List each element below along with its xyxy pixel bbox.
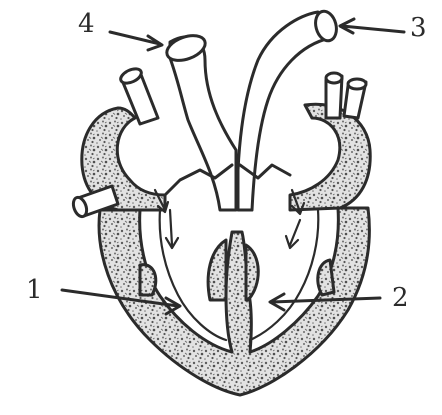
- pointer-arrow-3: [340, 19, 404, 33]
- pulmonary-vein-1-opening: [326, 73, 342, 83]
- label-3: 3: [410, 13, 427, 43]
- pointer-arrow-4: [110, 32, 162, 50]
- septum-right: [246, 245, 258, 300]
- papillary-left: [140, 265, 156, 295]
- left-atrium-wall: [290, 104, 370, 210]
- aorta: [170, 37, 236, 210]
- flow-arrow-left-lower: [166, 210, 178, 248]
- label-4: 4: [78, 9, 95, 39]
- label-2: 2: [392, 283, 409, 313]
- flow-arrow-right-lower: [286, 220, 300, 248]
- septum: [208, 240, 226, 300]
- label-1: 1: [26, 275, 43, 305]
- papillary-right: [318, 260, 334, 295]
- pulmonary-vein-2-opening: [348, 79, 366, 89]
